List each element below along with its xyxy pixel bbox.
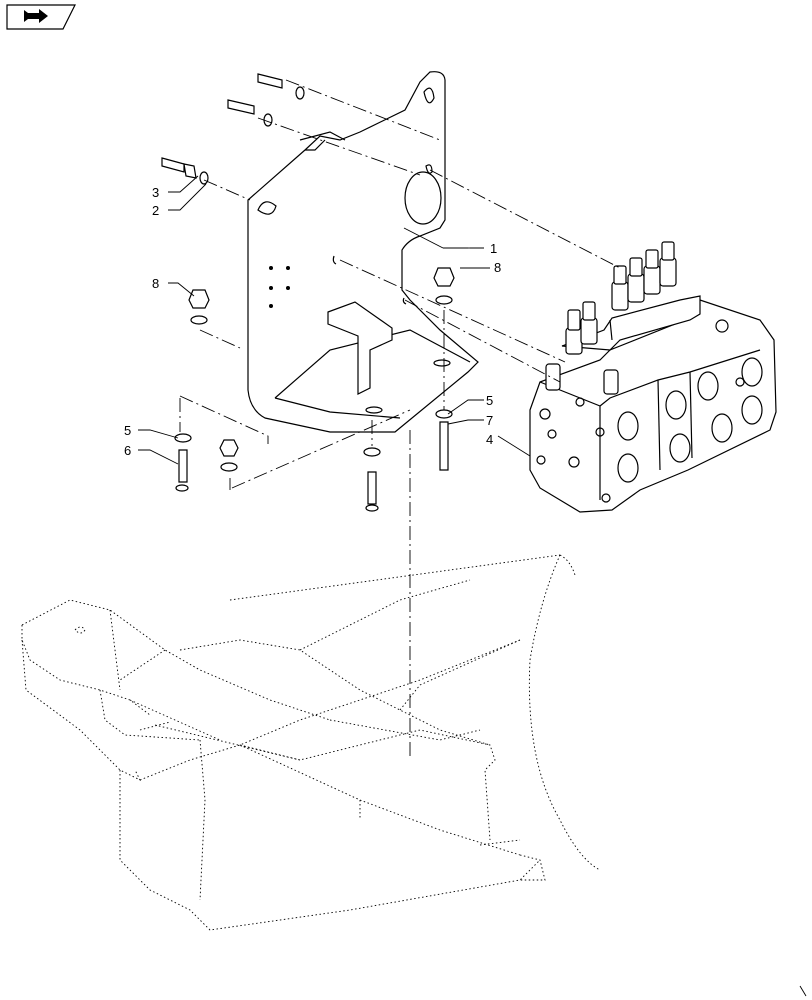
- next-page-arrow-icon: [6, 4, 76, 30]
- callout-labels: 3 2 1 8 8 5 6 5 7 4: [124, 185, 501, 458]
- callout-7: 7: [486, 413, 493, 428]
- callout-8-right: 8: [494, 260, 501, 275]
- port: [665, 390, 687, 420]
- callout-1: 1: [490, 241, 497, 256]
- leader-lines: [138, 175, 531, 465]
- hole-marker: [269, 286, 273, 290]
- hardware-bottom: [174, 267, 455, 512]
- tractor-chassis-phantom: [21, 554, 601, 931]
- mounting-bracket: [247, 71, 479, 433]
- hole-marker: [269, 266, 273, 270]
- hydraulic-control-valve: [529, 241, 777, 513]
- port: [711, 413, 733, 443]
- port: [669, 433, 691, 463]
- callout-5-left: 5: [124, 423, 131, 438]
- callout-4: 4: [486, 432, 493, 447]
- port: [617, 411, 639, 441]
- assembly-axes: [179, 79, 621, 760]
- hole-marker: [269, 304, 273, 308]
- port: [697, 371, 719, 401]
- callout-3: 3: [152, 185, 159, 200]
- hole-marker: [286, 286, 290, 290]
- port: [617, 453, 639, 483]
- callout-2: 2: [152, 203, 159, 218]
- port: [741, 395, 763, 425]
- next-page-button[interactable]: [6, 4, 76, 30]
- hardware-top: [161, 73, 305, 185]
- corner-mark: [799, 985, 807, 997]
- callout-5-right: 5: [486, 393, 493, 408]
- solenoid-row: [545, 241, 677, 395]
- port: [741, 357, 763, 387]
- hole-marker: [286, 266, 290, 270]
- callout-8-left: 8: [152, 276, 159, 291]
- callout-6: 6: [124, 443, 131, 458]
